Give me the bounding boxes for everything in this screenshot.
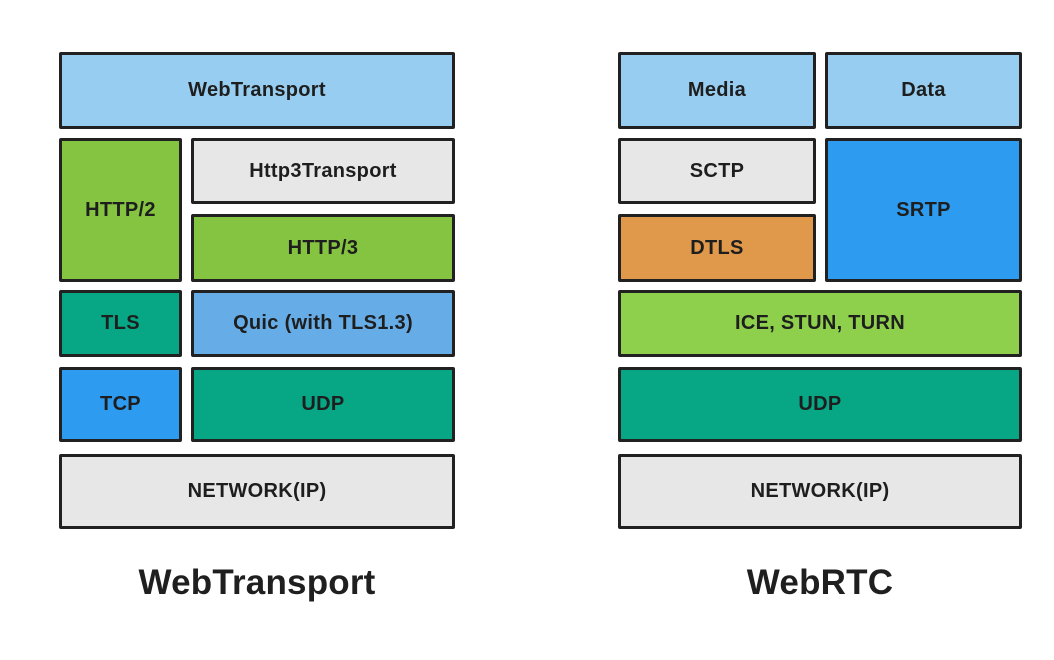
box-quic: Quic (with TLS1.3) [191,290,455,357]
box-data: Data [825,52,1022,129]
box-udp-right: UDP [618,367,1022,442]
box-webtransport-api: WebTransport [59,52,455,129]
box-http2: HTTP/2 [59,138,182,282]
box-network-ip-left: NETWORK(IP) [59,454,455,529]
box-media: Media [618,52,816,129]
box-dtls: DTLS [618,214,816,282]
box-udp-left: UDP [191,367,455,442]
box-ice-stun-turn: ICE, STUN, TURN [618,290,1022,357]
box-http3: HTTP/3 [191,214,455,282]
box-srtp: SRTP [825,138,1022,282]
box-sctp: SCTP [618,138,816,204]
webtransport-stack-title: WebTransport [138,563,376,602]
box-http3transport: Http3Transport [191,138,455,204]
webrtc-stack-title: WebRTC [746,563,894,602]
box-tcp: TCP [59,367,182,442]
box-network-ip-right: NETWORK(IP) [618,454,1022,529]
box-tls: TLS [59,290,182,357]
